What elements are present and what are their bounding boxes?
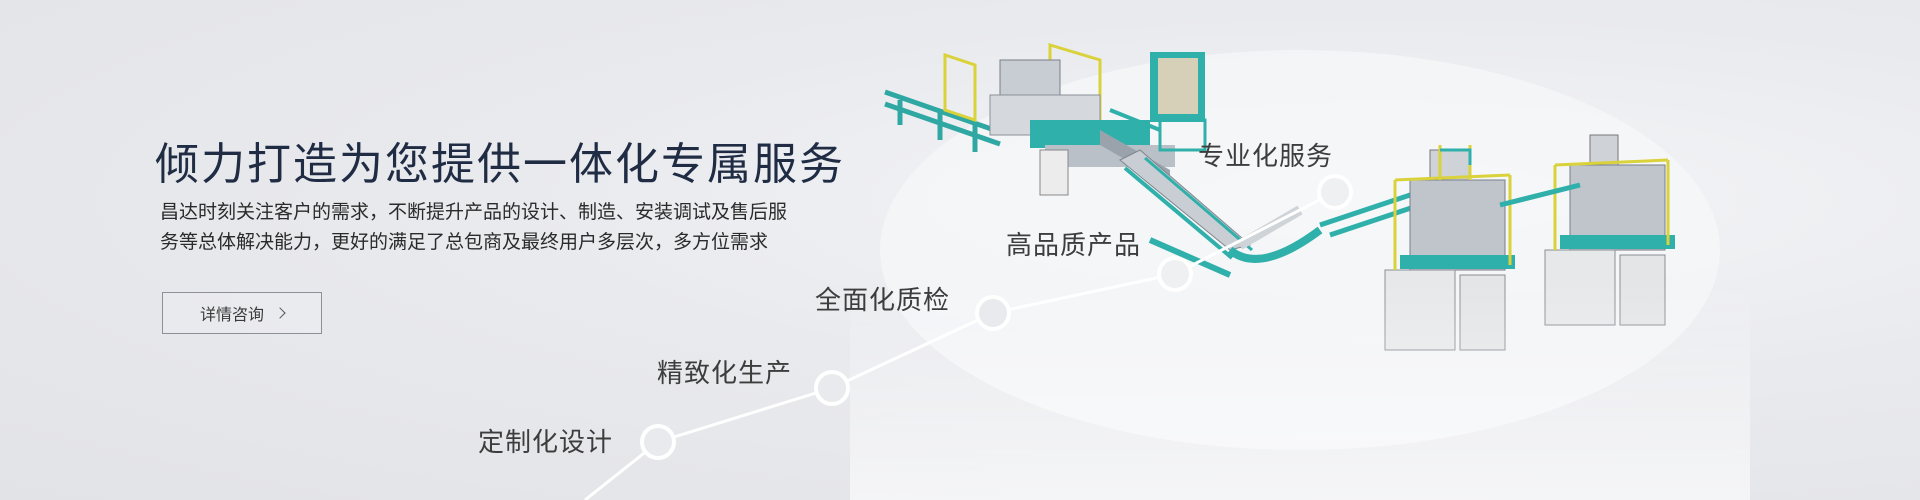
timeline-step-label: 定制化设计 (478, 428, 614, 458)
details-inquiry-label: 详情咨询 (199, 305, 264, 324)
timeline-step-label: 专业化服务 (1198, 142, 1334, 172)
timeline-node-3 (975, 295, 1011, 331)
timeline-node-4 (1157, 256, 1193, 292)
company-description: 昌达时刻关注客户的需求，不断提升产品的设计、制造、安装调试及售后服 务等总体解决… (160, 197, 820, 257)
description-line: 昌达时刻关注客户的需求，不断提升产品的设计、制造、安装调试及售后服 (160, 201, 788, 223)
timeline-line (584, 190, 1336, 500)
timeline-node-2 (814, 370, 850, 406)
timeline-node-1 (640, 424, 676, 460)
page-title: 倾力打造为您提供一体化专属服务 (155, 139, 845, 190)
timeline-step-label: 精致化生产 (657, 359, 793, 389)
timeline-node-5 (1317, 174, 1353, 210)
description-line: 务等总体解决能力，更好的满足了总包商及最终用户多层次，多方位需求 (160, 231, 769, 253)
details-inquiry-button[interactable]: 详情咨询 (162, 292, 322, 334)
timeline-step-label: 高品质产品 (1006, 231, 1142, 261)
timeline-step-label: 全面化质检 (815, 286, 951, 316)
